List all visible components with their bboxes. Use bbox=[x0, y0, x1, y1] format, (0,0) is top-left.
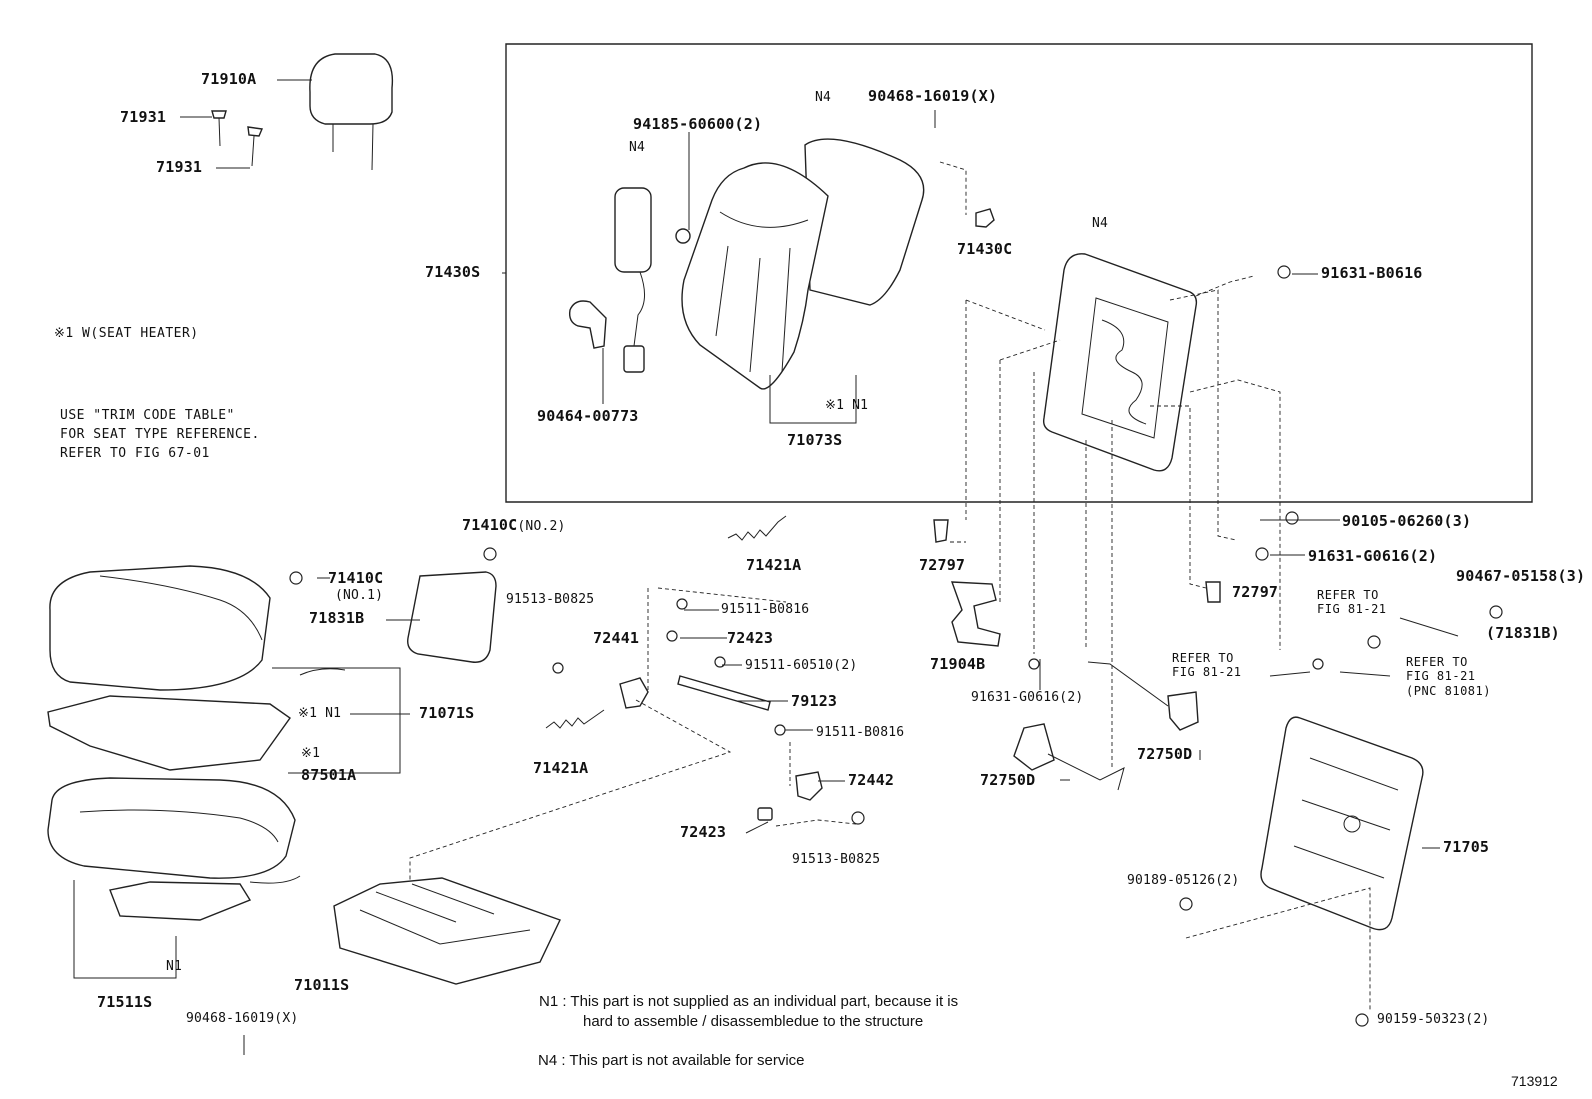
seat-frame-71011S bbox=[334, 878, 560, 984]
refer-fig-3-line2: FIG 81-21 bbox=[1406, 669, 1476, 684]
headrest-71910A bbox=[310, 54, 393, 170]
label-72797-a: 72797 bbox=[919, 556, 966, 574]
label-71410C-no1: 71410C bbox=[328, 569, 384, 587]
label-91513-B0825-b: 91513-B0825 bbox=[792, 852, 881, 867]
label-91511-B0816-b: 91511-B0816 bbox=[816, 725, 905, 740]
label-n4-b: N4 bbox=[815, 90, 832, 105]
label-x1-n1-top: ※1 N1 bbox=[825, 398, 869, 413]
label-71910A: 71910A bbox=[201, 70, 257, 88]
label-n1-bot: N1 bbox=[166, 959, 183, 974]
label-71073S: 71073S bbox=[787, 431, 843, 449]
bracket-72441 bbox=[620, 678, 648, 708]
refer-fig-2-line2: FIG 81-21 bbox=[1172, 665, 1242, 680]
label-71904B: 71904B bbox=[930, 655, 986, 673]
label-71511S: 71511S bbox=[97, 993, 153, 1011]
seatback-cover-71073S bbox=[682, 139, 924, 389]
note-n1-line1: N1 : This part is not supplied as an ind… bbox=[539, 993, 959, 1010]
label-94185-60600: 94185-60600(2) bbox=[633, 115, 763, 133]
note-trim-line1: USE "TRIM CODE TABLE" bbox=[60, 408, 235, 423]
back-board-71705 bbox=[1261, 717, 1423, 930]
clip-72797-b bbox=[1206, 582, 1220, 602]
label-n4-a: N4 bbox=[629, 140, 646, 155]
document-id: 713912 bbox=[1511, 1073, 1558, 1089]
link-79123 bbox=[678, 676, 770, 710]
clip-72797-a bbox=[934, 520, 948, 542]
refer-fig-3-line1: REFER TO bbox=[1406, 655, 1468, 669]
label-91631-B0616: 91631-B0616 bbox=[1321, 264, 1423, 282]
bracket-72442 bbox=[796, 772, 822, 800]
spring-71421A-bot bbox=[546, 710, 604, 728]
note-n4: N4 : This part is not available for serv… bbox=[538, 1052, 805, 1069]
label-x1-n1-mid: ※1 N1 bbox=[298, 706, 342, 721]
label-72441: 72441 bbox=[593, 629, 640, 647]
label-72750D-a: 72750D bbox=[1137, 745, 1193, 763]
seatback-frame bbox=[1044, 254, 1197, 471]
label-72750D-b: 72750D bbox=[980, 771, 1036, 789]
note-seat-heater: ※1 W(SEAT HEATER) bbox=[54, 326, 199, 341]
refer-fig-2-line1: REFER TO bbox=[1172, 651, 1234, 665]
clip-71430C bbox=[976, 209, 994, 227]
label-90468-16019-bot: 90468-16019(X) bbox=[186, 1011, 299, 1026]
label-72423-a: 72423 bbox=[727, 629, 774, 647]
label-90159-50323: 90159-50323(2) bbox=[1377, 1012, 1490, 1027]
label-91511-B0816-a: 91511-B0816 bbox=[721, 602, 810, 617]
label-71071S: 71071S bbox=[419, 704, 475, 722]
label-90464-00773: 90464-00773 bbox=[537, 407, 639, 425]
refer-fig-3-line3: (PNC 81081) bbox=[1406, 683, 1491, 698]
label-72797-b: 72797 bbox=[1232, 583, 1279, 601]
refer-fig-1-line1: REFER TO bbox=[1317, 588, 1379, 602]
label-71831B-ref: (71831B) bbox=[1486, 624, 1560, 642]
seat-cushion-71511S bbox=[48, 778, 300, 920]
label-71931-a: 71931 bbox=[120, 108, 167, 126]
assembly-dashed-lines bbox=[410, 162, 1370, 1010]
note-trim-code: USE "TRIM CODE TABLE" FOR SEAT TYPE REFE… bbox=[60, 407, 260, 464]
label-91513-B0825-a: 91513-B0825 bbox=[506, 592, 595, 607]
label-71421A-bot: 71421A bbox=[533, 759, 589, 777]
label-91631-G0616-b: 91631-G0616(2) bbox=[971, 690, 1084, 705]
label-90467-05158: 90467-05158(3) bbox=[1456, 567, 1586, 585]
bracket-71904B bbox=[952, 582, 1000, 646]
label-71931-b: 71931 bbox=[156, 158, 203, 176]
label-71705: 71705 bbox=[1443, 838, 1490, 856]
cap-72423 bbox=[758, 808, 772, 820]
label-x1-mid: ※1 bbox=[301, 746, 321, 761]
label-87501A: 87501A bbox=[301, 766, 357, 784]
label-71421A-top: 71421A bbox=[746, 556, 802, 574]
label-n4-c: N4 bbox=[1092, 216, 1109, 231]
spring-71421A-top bbox=[728, 516, 786, 540]
label-90105-06260: 90105-06260(3) bbox=[1342, 512, 1472, 530]
label-91511-60510: 91511-60510(2) bbox=[745, 658, 858, 673]
note-n1: N1 : This part is not supplied as an ind… bbox=[539, 992, 958, 1031]
leader-lines bbox=[74, 80, 1458, 1055]
label-71410C-no2-sub: (NO.2) bbox=[517, 519, 566, 534]
clip-90464 bbox=[570, 301, 606, 348]
label-71430S: 71430S bbox=[425, 263, 481, 281]
label-71831B: 71831B bbox=[309, 609, 365, 627]
bolts bbox=[290, 266, 1502, 1026]
label-91631-G0616-a: 91631-G0616(2) bbox=[1308, 547, 1438, 565]
heater-pad bbox=[615, 188, 690, 372]
label-72423-b: 72423 bbox=[680, 823, 727, 841]
label-71410C-no2-code: 71410C bbox=[462, 516, 518, 534]
label-72442: 72442 bbox=[848, 771, 895, 789]
seat-cushion-pad-71071S bbox=[48, 566, 345, 770]
refer-fig-1-line2: FIG 81-21 bbox=[1317, 602, 1387, 617]
label-90468-16019-top: 90468-16019(X) bbox=[868, 87, 998, 105]
label-71410C-no1-sub: (NO.1) bbox=[335, 588, 384, 603]
note-trim-line2: FOR SEAT TYPE REFERENCE. bbox=[60, 426, 260, 442]
label-71410C-no2: 71410C(NO.2) bbox=[462, 516, 566, 534]
note-trim-line3: REFER TO FIG 67-01 bbox=[60, 445, 210, 461]
cover-71831B bbox=[408, 572, 496, 662]
label-90189-05126: 90189-05126(2) bbox=[1127, 873, 1240, 888]
recliner-cable-72750D bbox=[1014, 662, 1198, 790]
label-71430C: 71430C bbox=[957, 240, 1013, 258]
label-79123: 79123 bbox=[791, 692, 838, 710]
note-n1-line2: hard to assemble / disassembledue to the… bbox=[583, 1012, 924, 1030]
headrest-guide-71931 bbox=[212, 111, 262, 166]
label-71011S: 71011S bbox=[294, 976, 350, 994]
